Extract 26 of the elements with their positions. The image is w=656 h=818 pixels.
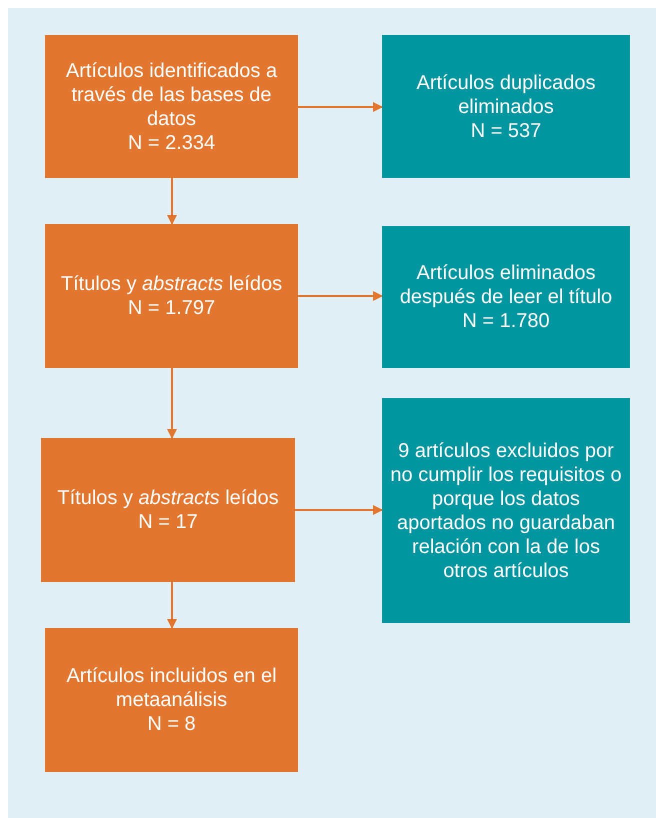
arrow: [295, 505, 383, 515]
box-text: N = 8: [147, 712, 196, 736]
arrow: [167, 178, 177, 225]
process-box: [382, 35, 630, 178]
box-text: Artículos duplicados eliminados: [416, 70, 596, 118]
box-text: N = 537: [470, 118, 542, 142]
box-text: Artículos eliminados después de leer el título: [398, 261, 614, 309]
arrow: [298, 102, 383, 112]
process-box: [45, 628, 298, 772]
box-text: 9 artículos excluidos por no cumplir los requisitos o porque los datos aportados no guardaban relación con la de los otros artículos: [390, 438, 622, 582]
box-text: Títulos y abstracts leídos: [57, 486, 279, 510]
box-text: N = 1.797: [128, 296, 216, 320]
process-box: [45, 35, 298, 178]
arrow: [167, 582, 177, 629]
process-box: [382, 226, 630, 368]
arrow: [167, 368, 177, 439]
box-text: N = 17: [138, 510, 198, 534]
box-text: Títulos y abstracts leídos: [60, 272, 282, 296]
box-text: Artículos identificados a través de las bases de datos: [64, 58, 278, 130]
box-text: N = 1.780: [462, 309, 550, 333]
process-box: [41, 438, 295, 582]
process-box: [382, 398, 630, 623]
arrow: [298, 291, 383, 301]
box-text: N = 2.334: [128, 130, 216, 154]
process-box: [45, 224, 298, 368]
box-text: Artículos incluidos en el metaanálisis: [65, 664, 278, 712]
